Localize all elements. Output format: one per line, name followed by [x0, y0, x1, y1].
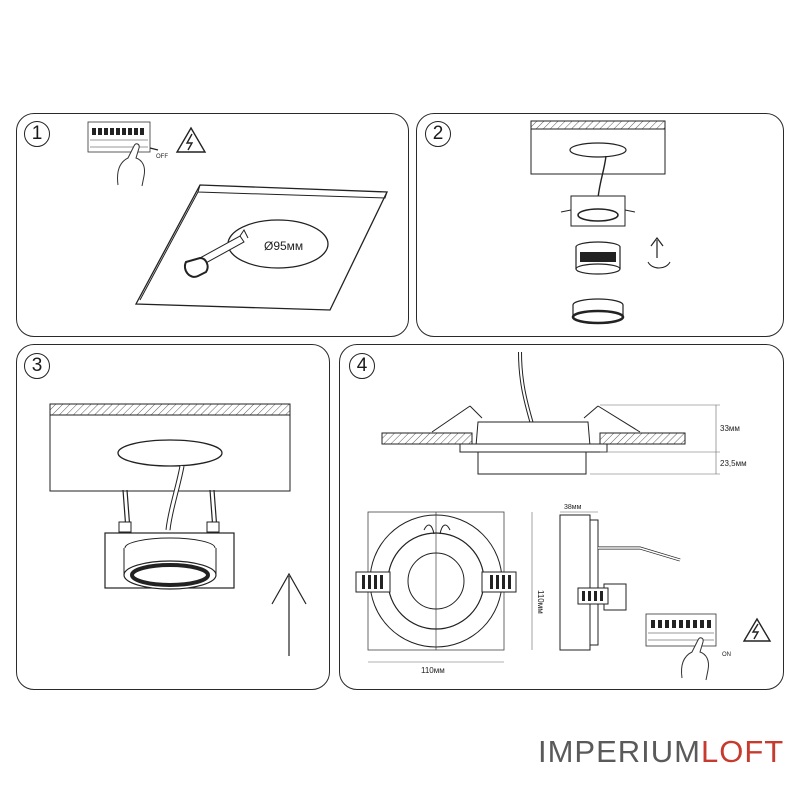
high-voltage-warning-icon [175, 126, 207, 153]
dim-bottom-label: 23,5мм [720, 459, 747, 468]
spring-clips [118, 489, 220, 533]
ceiling-hole-3 [117, 439, 223, 467]
led-module [575, 241, 621, 275]
hole-diameter-label: Ø95мм [264, 239, 303, 253]
step-3-panel [16, 344, 330, 690]
dim-side-width-label: 38мм [564, 504, 582, 511]
brand-part1: IMPERIUM [538, 734, 701, 769]
mounting-frame [560, 195, 636, 227]
dim-height-label: 110мм [536, 590, 545, 614]
fixture-front-view [355, 511, 517, 651]
ceiling-left-section [381, 432, 473, 445]
switch-on-label: ON [722, 652, 731, 658]
step-number-2: 2 [425, 121, 451, 147]
trim-ring [571, 298, 625, 325]
step-number-4: 4 [349, 353, 375, 379]
rotate-arrow-icon [647, 237, 671, 269]
ceiling-hole [569, 142, 627, 158]
fixture-profile-view [559, 514, 681, 651]
breaker-panel-icon [87, 121, 151, 153]
high-voltage-warning-on-icon [742, 617, 772, 642]
ceiling-section-hatch [530, 120, 666, 130]
ceiling-hatch-3 [49, 403, 291, 416]
hand-on-icon [681, 637, 709, 681]
fixture-body [104, 532, 235, 590]
ceiling-right-section [599, 432, 686, 445]
cable [597, 155, 607, 199]
fixture-side-view [431, 405, 641, 475]
switch-off-label: OFF [156, 154, 168, 160]
dim-top-label: 33мм [720, 424, 740, 433]
arrow-off-icon [149, 147, 159, 151]
up-arrow-icon [271, 572, 307, 656]
cable-4 [518, 351, 534, 425]
brand-part2: LOFT [701, 734, 785, 769]
dim-width-label: 110мм [421, 666, 445, 675]
breaker-panel-on-icon [645, 613, 717, 647]
brand-logo: IMPERIUMLOFT [538, 734, 784, 770]
step-number-1: 1 [24, 121, 50, 147]
hand-icon [117, 143, 145, 187]
hole-saw-icon [184, 229, 249, 278]
dimension-lines-vertical [590, 404, 720, 475]
step-number-3: 3 [24, 353, 50, 379]
